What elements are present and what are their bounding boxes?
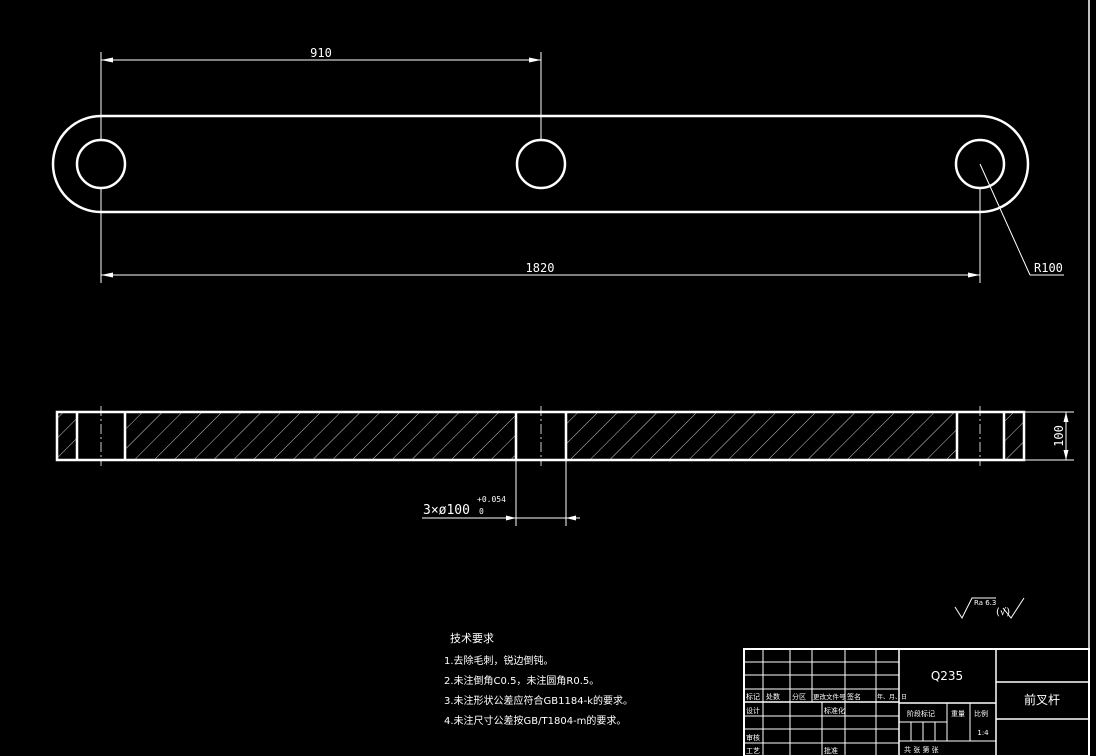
tb-designer-label: 设计: [746, 706, 760, 715]
technical-notes: 技术要求 1.去除毛刺，锐边倒钝。 2.未注倒角C0.5，未注圆角R0.5。 3…: [444, 632, 633, 727]
roughness-general-check-icon: [1002, 597, 1025, 619]
tb-sheet-label: 共 张 第 张: [904, 745, 939, 754]
radius-leader: [979, 163, 1031, 276]
notes-line-3: 3.未注形状公差应符合GB1184-k的要求。: [444, 694, 633, 707]
tb-approve-label: 批准: [824, 746, 838, 755]
title-block-text: 标记 处数 分区 更改文件号 签名 年、月、日 设计 标准化 审核 工艺 批准 …: [746, 669, 1060, 755]
roughness-value: Ra 6.3: [974, 599, 996, 607]
tb-header-zone: 分区: [792, 692, 806, 701]
tb-process-label: 工艺: [746, 747, 760, 755]
tb-stage-mark-label: 阶段标记: [907, 709, 935, 718]
notes-line-1: 1.去除毛刺，锐边倒钝。: [444, 654, 554, 667]
notes-line-2: 2.未注倒角C0.5，未注圆角R0.5。: [444, 674, 599, 687]
dim-text-1820: 1820: [526, 261, 555, 275]
arrow-910-left: [101, 57, 113, 63]
tb-header-sign: 签名: [847, 692, 861, 701]
arrow-1820-left: [101, 272, 113, 278]
notes-title: 技术要求: [450, 632, 494, 645]
arrow-thick-bottom: [1063, 450, 1069, 460]
tb-scale-value: 1:4: [977, 729, 989, 737]
hole-middle: [515, 138, 567, 190]
tb-standardization-label: 标准化: [824, 706, 845, 715]
dim-text-hole: 3×ø100: [423, 503, 470, 518]
dim-text-910: 910: [310, 46, 332, 60]
title-block: [743, 648, 1090, 756]
roughness-symbol: [954, 597, 1025, 620]
arrow-thick-top: [1063, 412, 1069, 422]
tb-header-count: 处数: [766, 692, 780, 701]
tb-material: Q235: [931, 669, 963, 683]
tb-header-date: 年、月、日: [877, 693, 907, 701]
tb-header-mark: 标记: [746, 692, 760, 701]
tb-part-name: 前叉杆: [1024, 692, 1060, 707]
section-hatch-left-end: [57, 412, 77, 460]
arrow-hole-left: [506, 515, 516, 521]
section-hatch-main-left: [125, 412, 516, 460]
section-view: [55, 406, 1074, 526]
dim-text-hole-tol-upper: +0.054: [477, 495, 506, 504]
arrow-hole-right: [566, 515, 576, 521]
tb-scale-label: 比例: [974, 709, 988, 718]
dim-text-radius: R100: [1034, 261, 1063, 275]
arrow-910-right: [529, 57, 541, 63]
arrow-1820-right: [968, 272, 980, 278]
notes-line-4: 4.未注尺寸公差按GB/T1804-m的要求。: [444, 714, 626, 727]
tb-review-label: 审核: [746, 733, 760, 742]
roughness-general: (√): [996, 607, 1010, 618]
section-hatch-right-end: [1004, 412, 1024, 460]
dim-text-hole-tol-lower: 0: [479, 507, 484, 516]
section-outline: [55, 410, 1026, 462]
tb-header-doc: 更改文件号: [813, 692, 846, 701]
top-view: [51, 52, 1064, 283]
hole-left: [75, 138, 127, 190]
tb-weight-label: 重量: [951, 710, 965, 718]
dim-text-thickness: 100: [1052, 425, 1066, 447]
roughness-check-icon: [954, 597, 996, 620]
section-hatch-main-right: [566, 412, 957, 460]
